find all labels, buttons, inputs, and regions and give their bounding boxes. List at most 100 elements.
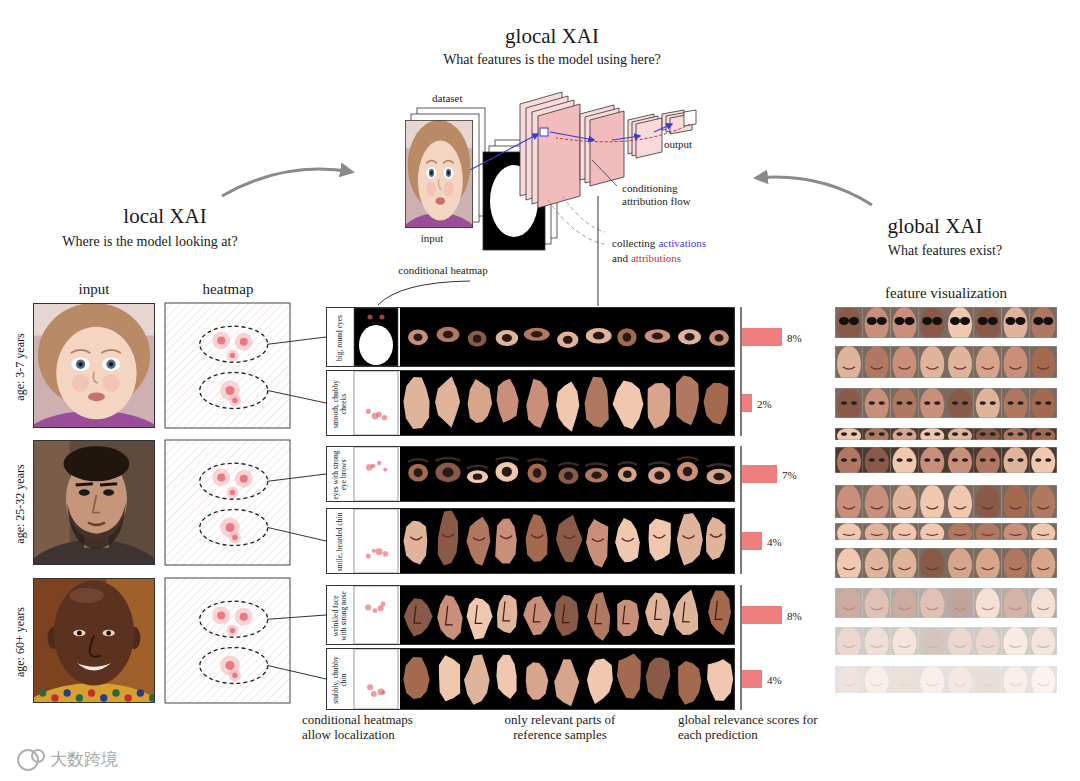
tile-face: [1004, 666, 1028, 697]
mouth: [899, 684, 911, 686]
relevance-blob: [229, 670, 241, 682]
mouth: [926, 534, 938, 535]
hair: [64, 446, 130, 481]
mouth: [871, 608, 883, 610]
eye-crop: [623, 471, 632, 479]
tile-face: [893, 485, 917, 522]
mouth: [1037, 367, 1049, 369]
mouth: [843, 608, 855, 610]
eyebrow: [443, 161, 454, 164]
mouth: [843, 684, 855, 686]
activation-arrow: [550, 132, 594, 140]
label-strip: [326, 508, 352, 574]
relevance-blob: [229, 395, 241, 407]
layer-plane: [636, 118, 662, 158]
relevance-blob: [376, 548, 383, 555]
relevance-blob: [227, 487, 239, 499]
eye-crop: [618, 467, 637, 482]
concept-row: smooth, chubby cheeks2%: [326, 370, 735, 436]
eye: [851, 432, 857, 436]
eye-crop: [468, 331, 487, 347]
nose-crop: [533, 604, 540, 622]
nose: [439, 179, 441, 189]
eye: [934, 432, 940, 436]
smile-crop: [682, 535, 694, 538]
mouth: [843, 568, 855, 570]
section-subtitle: Where is the model looking at?: [15, 234, 285, 250]
tile-face: [1031, 627, 1055, 659]
tile-face: [1004, 307, 1028, 342]
eye-crop: [533, 468, 542, 478]
face-crop: [677, 513, 703, 565]
tile-face: [893, 388, 917, 422]
eyebrow-crop: [648, 463, 670, 466]
relevance-score: 4%: [767, 536, 782, 549]
eye: [934, 458, 940, 462]
face-crop: [526, 379, 549, 428]
face-photo: [16, 578, 172, 763]
relevance-blob: [235, 608, 253, 626]
part-label: input: [402, 232, 462, 245]
mouth: [436, 197, 446, 205]
shirt-pattern: [88, 689, 95, 697]
tile-face: [948, 627, 972, 659]
sunglasses: [849, 317, 859, 325]
leader-line: [268, 337, 326, 344]
tile-face: [976, 428, 1000, 444]
shirt-pattern: [51, 694, 58, 702]
column-header: feature visualization: [836, 285, 1056, 302]
eye-crop: [678, 329, 701, 344]
input-image: age: 60+ years: [33, 578, 155, 703]
curved-arrow: [222, 169, 352, 196]
eye: [1035, 458, 1041, 462]
pupil: [430, 171, 432, 175]
eye-crop: [564, 472, 573, 480]
face-crop: [617, 600, 639, 637]
relevance-score: 7%: [782, 469, 797, 482]
feature-strip: [835, 428, 1057, 444]
shirt-pattern: [100, 694, 107, 702]
reference-strip: [400, 370, 735, 436]
concept-label: big, round eyes: [336, 310, 344, 366]
eye-crop: [645, 329, 670, 343]
concept-row: wrinkled face with strong nose8%: [326, 585, 735, 645]
tile-face: [1004, 548, 1028, 582]
eye-crop: [684, 333, 694, 341]
pupil: [109, 362, 113, 366]
tile-face: [893, 523, 917, 544]
tile-face: [948, 388, 972, 422]
eye: [907, 401, 913, 405]
tile-face: [1004, 523, 1028, 544]
eye: [426, 167, 436, 179]
eye-crop: [443, 331, 453, 339]
pupil: [447, 171, 449, 175]
eyebrow-crop: [435, 458, 460, 461]
eye: [879, 432, 885, 436]
mouth: [1010, 506, 1022, 508]
sunglasses: [978, 317, 988, 325]
mouth: [1037, 645, 1049, 647]
beard: [67, 503, 126, 549]
eye: [1008, 458, 1014, 462]
label-strip: [326, 307, 352, 367]
tile-face: [893, 307, 917, 342]
smile-crop: [500, 535, 512, 538]
photo-background: [33, 303, 155, 428]
nose-crop: [562, 605, 569, 623]
mini-heatmap: [354, 308, 398, 366]
eye: [924, 432, 930, 436]
tile-face: [948, 307, 972, 342]
smile-crop: [710, 534, 722, 537]
eye-crop: [563, 336, 573, 344]
mouth: [1010, 534, 1022, 535]
eye: [1045, 401, 1051, 405]
eye: [79, 489, 90, 496]
label-strip: [326, 370, 352, 436]
tile-face: [837, 346, 861, 382]
iris: [429, 169, 434, 177]
face-crop: [497, 379, 519, 423]
leader-line: [598, 196, 599, 306]
mouth: [954, 506, 966, 508]
eye-crop: [502, 467, 512, 477]
